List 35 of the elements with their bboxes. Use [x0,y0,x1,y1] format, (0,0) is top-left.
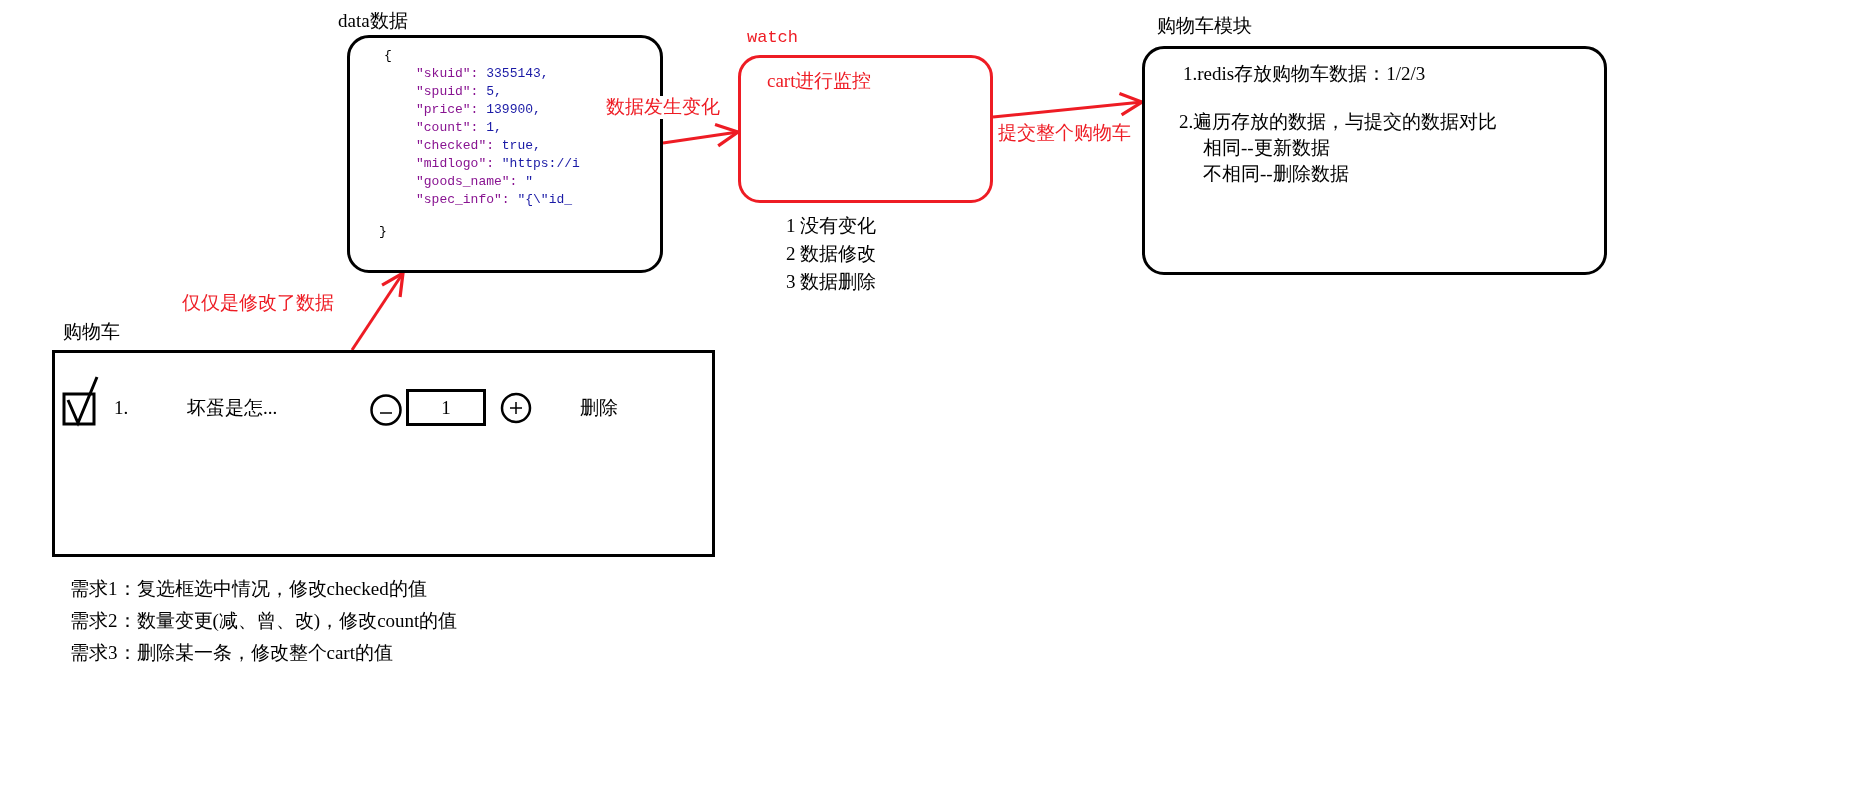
box-title: watch [747,28,798,49]
list-item: 3 数据删除 [786,271,877,294]
arrow [662,122,740,148]
code-line: "midlogo": "https://i [416,156,580,172]
arrow [992,91,1144,119]
note-text: 需求2：数量变更(减、曾、改)，修改count的值 [70,610,458,633]
code-line: "skuid": 3355143, [416,66,549,82]
list-item: 2 数据修改 [786,243,877,266]
code-line: "checked": true, [416,138,541,154]
note-text: 需求1：复选框选中情况，修改checked的值 [70,578,427,601]
product-name: 坏蛋是怎... [187,397,278,420]
text-line: 相同--更新数据 [1203,137,1330,160]
list-item: 1 没有变化 [786,215,877,238]
text-line: 2.遍历存放的数据，与提交的数据对比 [1179,111,1498,134]
delete-link: 删除 [580,397,618,420]
code-line: "count": 1, [416,120,502,136]
text-line: 1.redis存放购物车数据：1/2/3 [1183,63,1426,86]
text-line: 不相同--删除数据 [1203,163,1349,186]
box-title: data数据 [338,10,408,33]
text-line: cart进行监控 [767,70,872,93]
box-title: 购物车 [63,321,120,344]
item-number: 1. [114,397,129,420]
code-line: "spuid": 5, [416,84,502,100]
code-line: { [384,48,392,64]
quantity-field: 1 [406,389,486,426]
code-line: "goods_name": " [416,174,534,190]
code-line: } [379,224,387,240]
code-line: "spec_info": "{\"id_ [416,192,573,208]
arrow [350,271,405,351]
edge-label: 数据发生变化 [606,96,720,119]
edge-label: 仅仅是修改了数据 [182,292,334,315]
box-title: 购物车模块 [1157,15,1252,38]
code-line: "price": 139900, [416,102,541,118]
note-text: 需求3：删除某一条，修改整个cart的值 [70,642,393,665]
edge-label: 提交整个购物车 [998,122,1131,145]
